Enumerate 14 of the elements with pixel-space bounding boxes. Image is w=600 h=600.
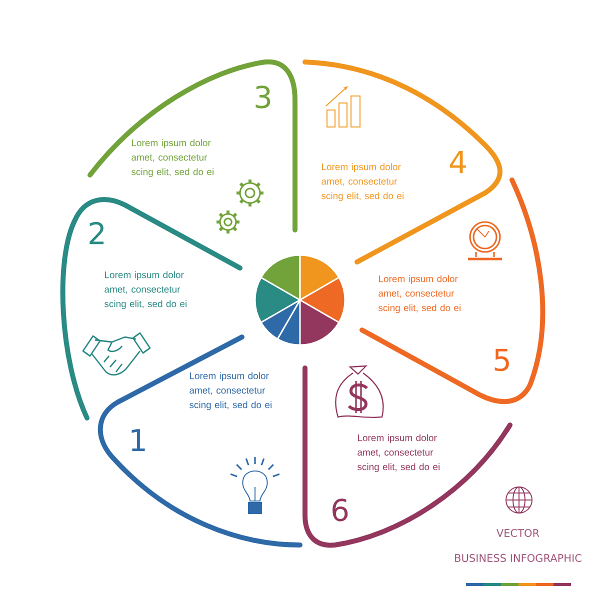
description-text: Lorem ipsum dolor amet, consectetur scing elit, sed do ei [131,139,214,178]
segment-number: 6 [332,498,348,522]
segment-number: 4 [450,151,466,173]
description-text: Lorem ipsum dolor amet, consectetur scing elit, sed do ei [104,271,186,310]
caption-text: BUSINESS INFOGRAPHIC [455,554,582,562]
description-text: Lorem ipsum dolor amet, consectetur scing elit, sed do ei [378,275,460,314]
segment-number: 5 [494,348,509,372]
description-text: Lorem ipsum dolor amet, consectetur scing elit, sed do ei [357,434,440,472]
description-text: Lorem ipsum dolor amet, consectetur scing elit, sed do ei [189,372,272,410]
segment-number: 1 [132,429,145,451]
caption-text: VECTOR [496,529,540,537]
segment-number: 3 [256,86,270,108]
description-text: Lorem ipsum dolor amet, consectetur scing elit, sed do ei [321,163,404,202]
segment-number: 2 [90,222,104,244]
